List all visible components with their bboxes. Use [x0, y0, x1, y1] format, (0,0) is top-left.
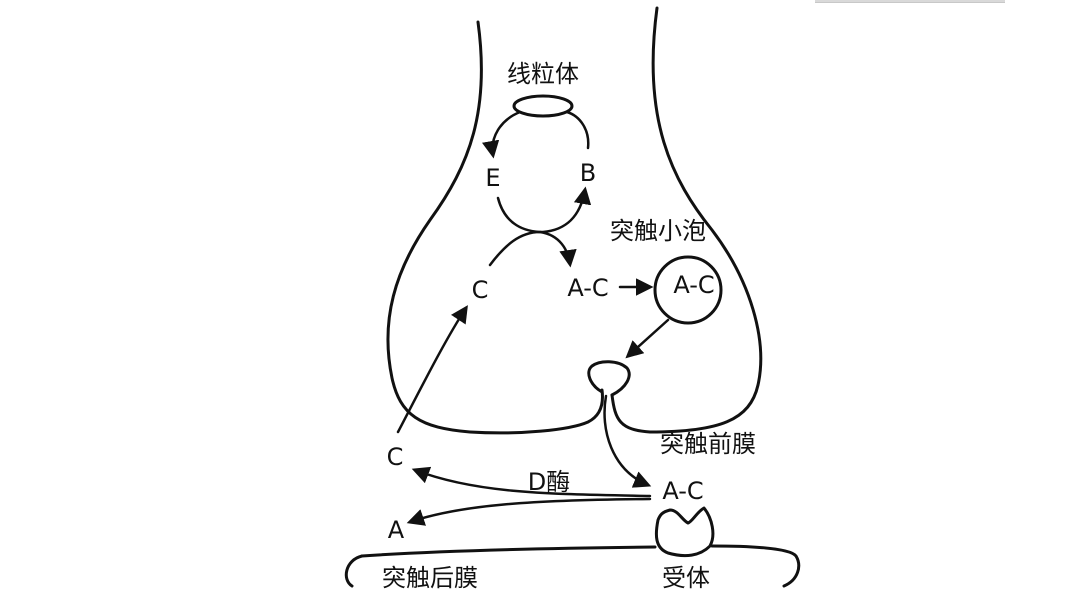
label-e: E — [485, 164, 500, 192]
corner-divider — [815, 0, 1005, 3]
arrow-release-to-cleft — [603, 394, 652, 488]
arrow-vesicle-to-membrane — [625, 318, 670, 359]
arrow-enzyme-to-a — [406, 497, 652, 526]
receptor-shape — [654, 506, 715, 558]
label-c-top: C — [472, 276, 489, 304]
release-pocket — [587, 360, 631, 397]
postsynaptic-membrane-line — [360, 545, 657, 558]
enzyme-label: D酶 — [528, 468, 570, 496]
vesicle-label: 突触小泡 — [610, 217, 706, 245]
label-b: B — [580, 159, 596, 187]
arrow-c-to-ac — [488, 230, 577, 268]
arrow-c-reuptake — [396, 305, 468, 434]
label-ac-cytoplasm: A-C — [567, 274, 608, 302]
receptor-label: 受体 — [662, 564, 710, 592]
arc-b-to-mito — [565, 110, 590, 150]
arrow-e-to-b — [496, 186, 592, 234]
presynaptic-terminal-outline-right — [610, 6, 763, 434]
mitochondria-shape — [512, 94, 574, 118]
label-ac-vesicle: A-C — [673, 271, 714, 299]
label-a: A — [388, 516, 405, 544]
synaptic-vesicle — [653, 255, 723, 325]
mitochondria-label: 线粒体 — [507, 60, 579, 88]
postsynaptic-membrane-right — [710, 544, 801, 588]
postsynaptic-membrane — [344, 554, 364, 588]
arrow-enzyme-to-c — [411, 466, 652, 498]
arrow-mito-to-e — [481, 110, 522, 159]
presynaptic-membrane-label: 突触前膜 — [660, 430, 756, 458]
label-c-cleft: C — [387, 443, 404, 471]
postsynaptic-membrane-label: 突触后膜 — [382, 564, 478, 592]
presynaptic-terminal-outline — [386, 20, 604, 435]
label-ac-cleft: A-C — [662, 477, 703, 505]
